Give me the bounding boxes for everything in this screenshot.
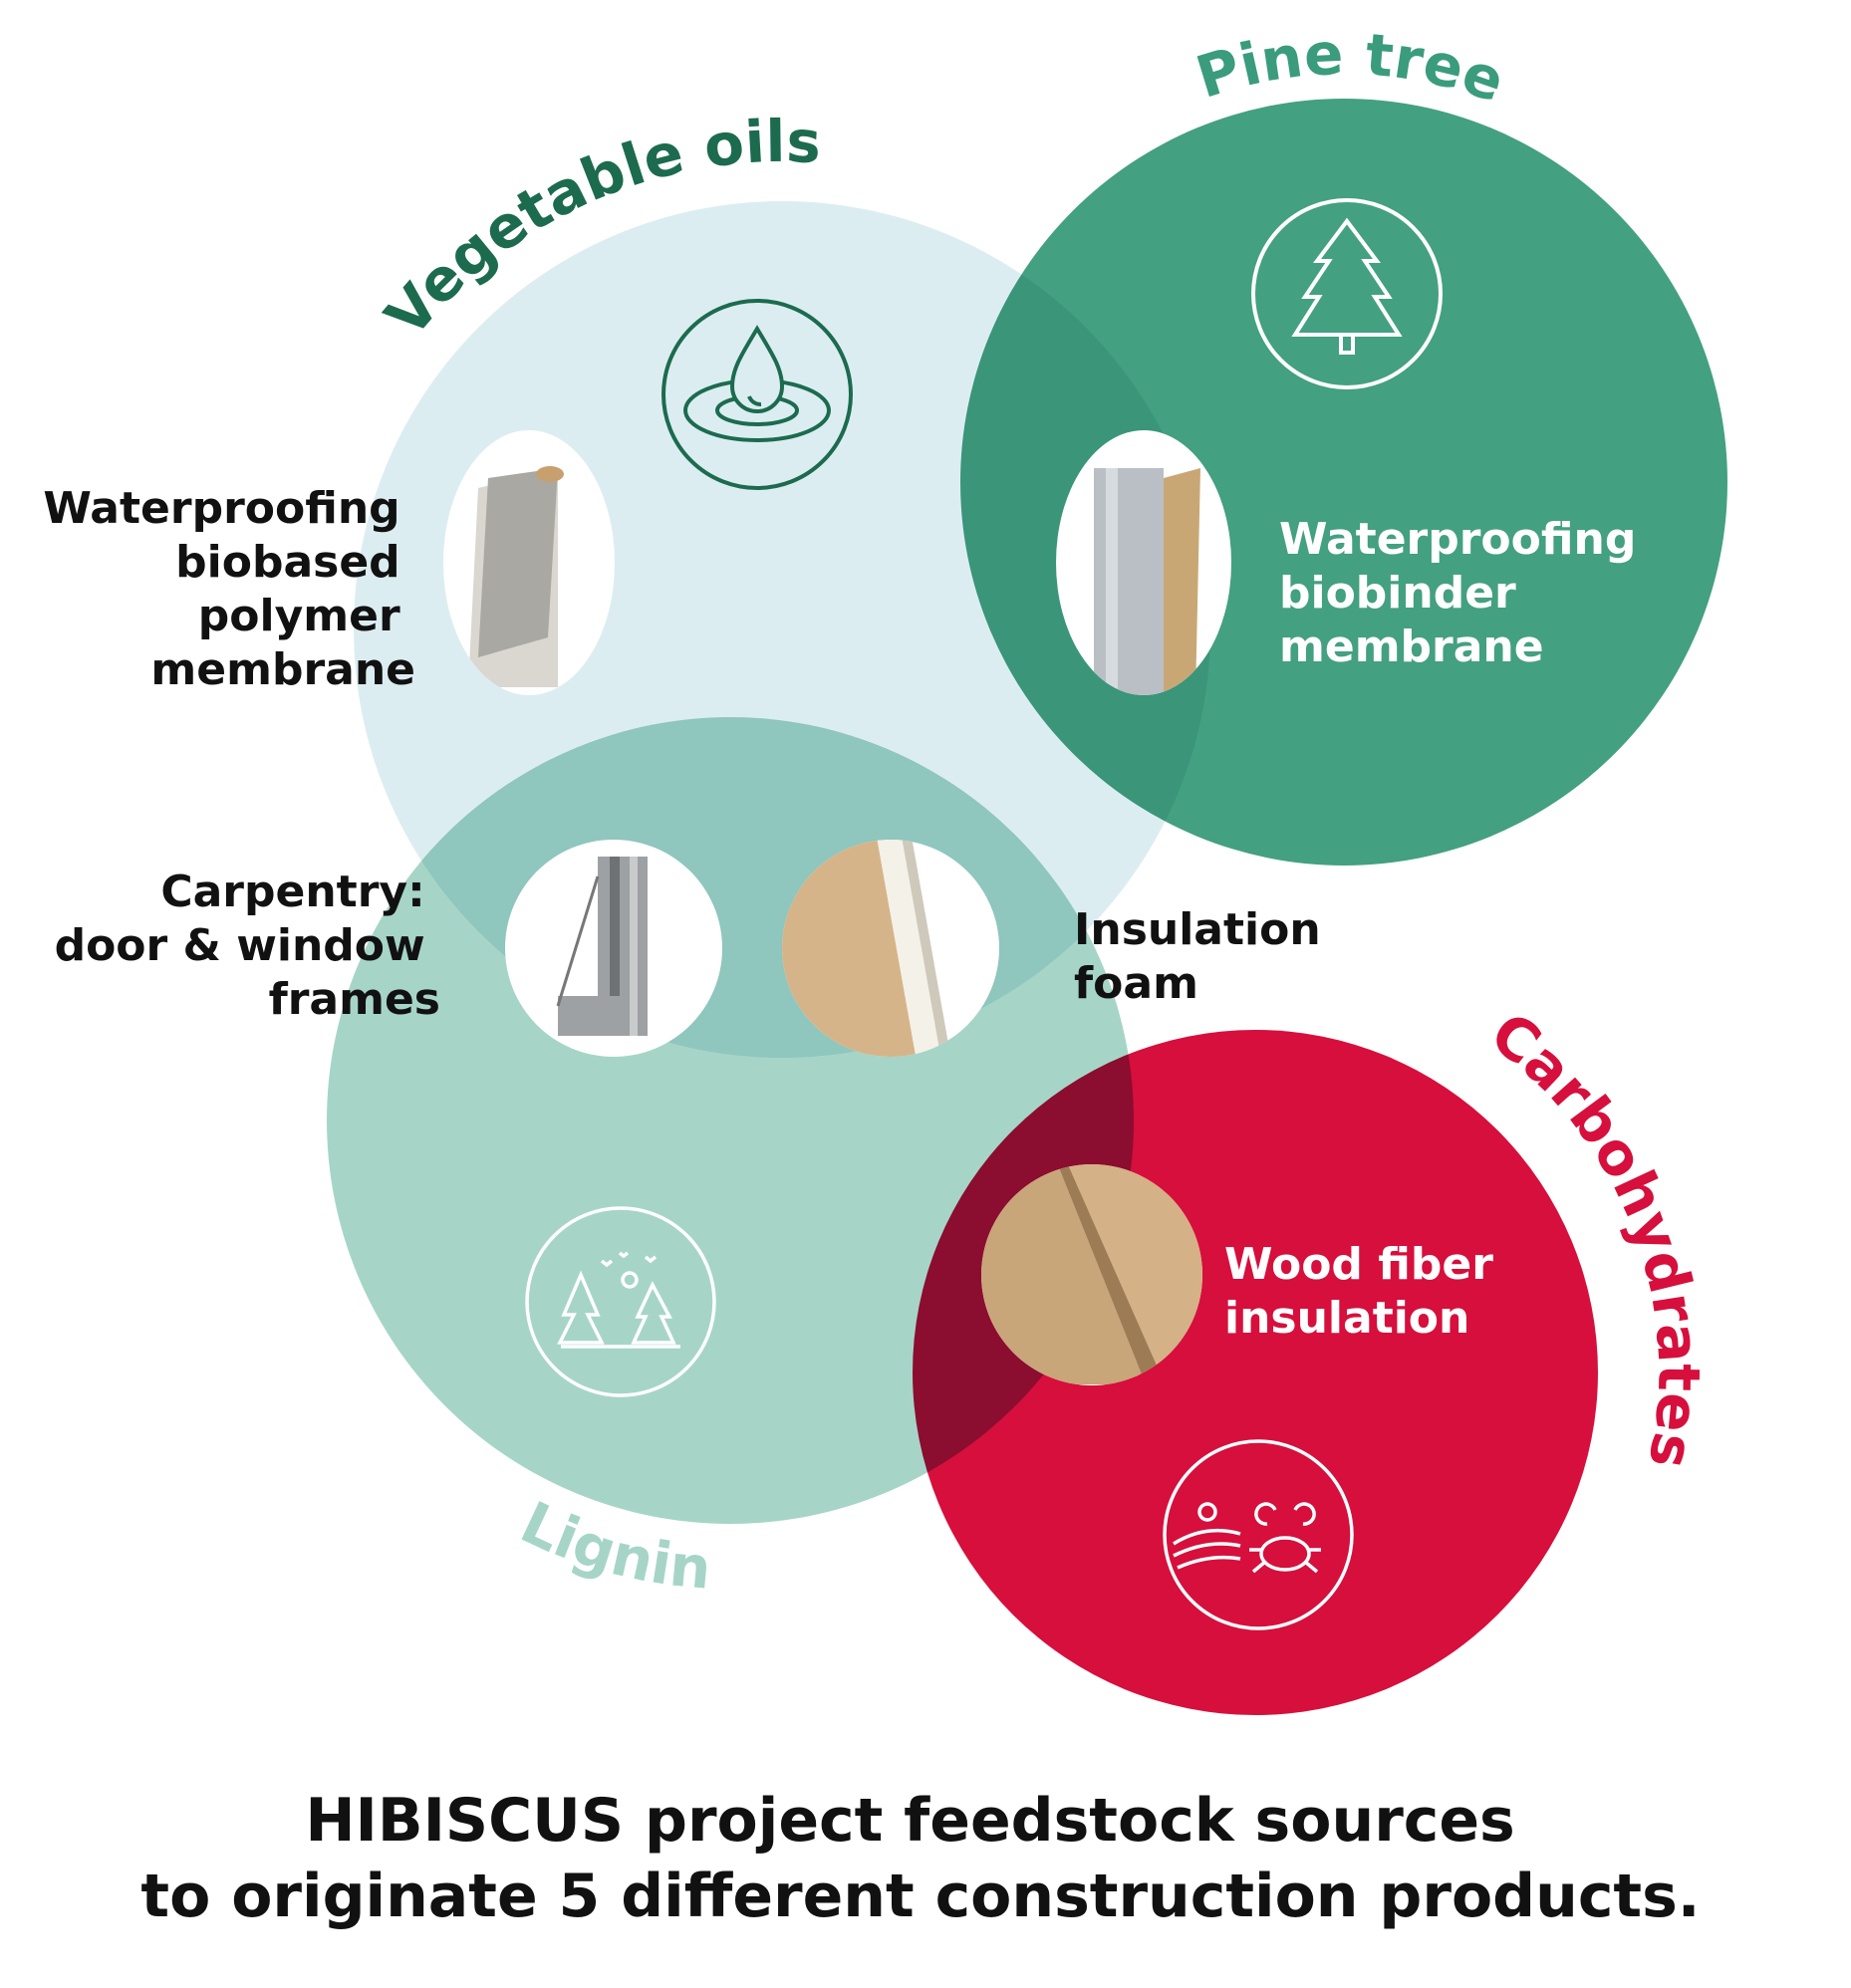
oil-drop-icon bbox=[661, 299, 853, 490]
field-and-crab-icon bbox=[1163, 1439, 1354, 1630]
biobinder-membrane-photo bbox=[1056, 430, 1231, 695]
biobinder-membrane-label: Waterproofing biobinder membrane bbox=[1279, 514, 1652, 672]
carpentry-label: Carpentry: door & window frames bbox=[55, 867, 440, 1025]
insulation-foam-photo bbox=[782, 840, 999, 1057]
wood-fiber-label: Wood fiber insulation bbox=[1224, 1239, 1508, 1344]
diagram-title: HIBISCUS project feedstock sources to or… bbox=[140, 1786, 1700, 1931]
forest-icon bbox=[525, 1206, 716, 1397]
biobased-membrane-label: Waterproofing biobased polymer membrane bbox=[43, 483, 415, 695]
biobased-membrane-photo bbox=[443, 430, 615, 695]
carpentry-photo bbox=[505, 840, 722, 1057]
wood-fiber-photo bbox=[981, 1164, 1202, 1385]
carbohydrates-circle bbox=[913, 1030, 1598, 1715]
pine-tree-icon bbox=[1251, 198, 1443, 389]
insulation-foam-label: Insulation foam bbox=[1074, 904, 1336, 1009]
